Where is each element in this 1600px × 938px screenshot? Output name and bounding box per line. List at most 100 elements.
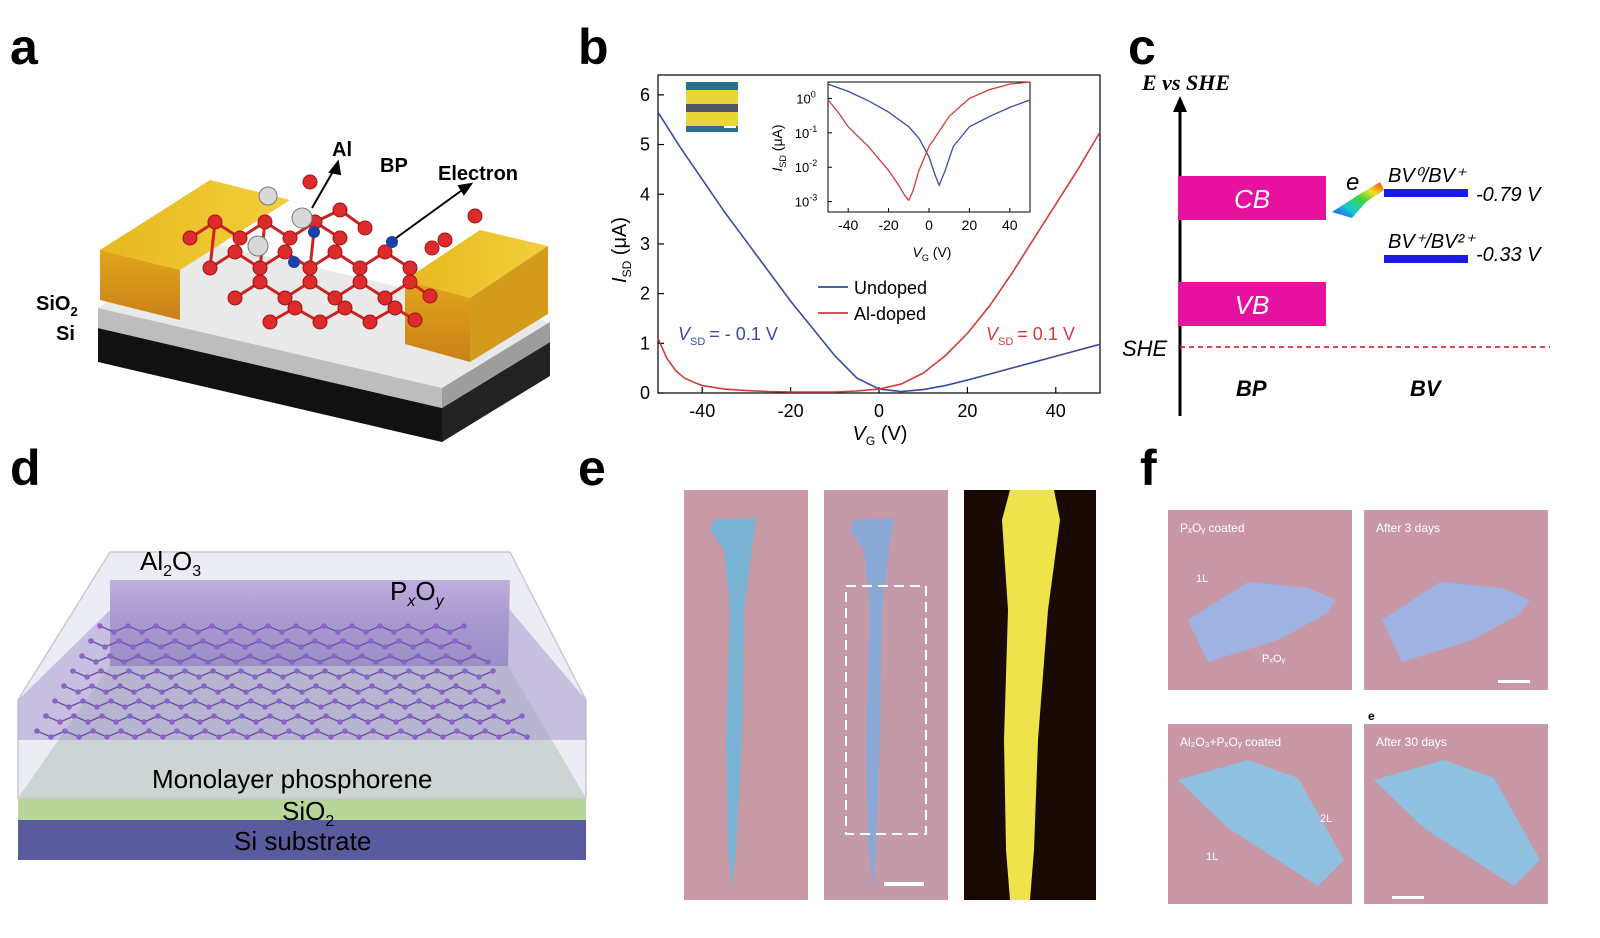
- phosphorus-atom: [284, 638, 290, 644]
- f-scale-bar-2: [1392, 896, 1424, 899]
- right-electrode-front: [405, 280, 470, 362]
- panel-label-b: b: [578, 19, 609, 75]
- energy-axis-label: E vs SHE: [1141, 70, 1230, 95]
- d-pxoy-front: [18, 610, 586, 740]
- phosphorus-atom: [177, 659, 183, 665]
- phosphorus-atom: [195, 629, 201, 635]
- phosphorus-atom: [510, 728, 516, 734]
- phosphorus-atom: [111, 629, 117, 635]
- phosphorus-atom: [392, 674, 398, 680]
- phosphorus-atom: [490, 668, 496, 674]
- phosphorus-atom: [458, 704, 464, 710]
- phosphorus-atom: [146, 728, 152, 734]
- phosphorus-atom: [373, 659, 379, 665]
- phosphorus-atom: [289, 659, 295, 665]
- phosphorus-atom: [112, 674, 118, 680]
- phosphorus-atom: [486, 704, 492, 710]
- phosphorus-atom: [80, 698, 86, 704]
- phosphorus-atom: [158, 644, 164, 650]
- main-x-tick-label: -20: [778, 401, 804, 421]
- phosphorus-atom: [449, 719, 455, 725]
- phosphorus-atom: [139, 629, 145, 635]
- phosphorus-atom: [303, 653, 309, 659]
- inset-x-tick-label: 0: [925, 217, 933, 233]
- phosphorus-atom: [43, 713, 49, 719]
- phosphorus-atom: [76, 734, 82, 740]
- panel-e-micrographs: [684, 490, 1096, 900]
- phosphorus-atom: [419, 629, 425, 635]
- main-y-tick-label: 5: [640, 135, 650, 155]
- phosphorus-atom: [505, 719, 511, 725]
- main-series: [657, 111, 1101, 393]
- phosphorus-atom: [188, 734, 194, 740]
- phosphorus-atom: [141, 719, 147, 725]
- panel-f-micrographs: PₓOᵧ coated After 3 days Al₂O₃+PₓOᵧ coat…: [1168, 510, 1552, 910]
- panel-a-schematic: Al BP Electron SiO2 Si: [36, 139, 550, 442]
- phosphorus-atom: [435, 713, 441, 719]
- phosphorus-atom: [397, 683, 403, 689]
- phosphorus-atom: [215, 689, 221, 695]
- panel-d-schematic: Al2O3 PxOy Monolayer phosphorene SiO2 Si…: [17, 546, 587, 860]
- phosphorus-atom: [411, 689, 417, 695]
- phosphorus-atom: [356, 734, 362, 740]
- f-flake-1: [1188, 582, 1336, 662]
- phosphorus-atom: [430, 704, 436, 710]
- main-x-tick-label: 0: [874, 401, 884, 421]
- phosphorus-atom: [313, 683, 319, 689]
- phosphorus-atom: [247, 653, 253, 659]
- e-flake-1: [710, 518, 756, 888]
- phosphorus-atom: [216, 734, 222, 740]
- label-si: Si: [56, 323, 75, 345]
- phosphorus-atom: [164, 698, 170, 704]
- phosphorus-atom: [350, 668, 356, 674]
- she-label: SHE: [1122, 336, 1168, 361]
- phosphorus-atom: [258, 728, 264, 734]
- phosphorus-atom: [173, 683, 179, 689]
- phosphorus-atom: [75, 689, 81, 695]
- phosphorus-atom: [108, 698, 114, 704]
- left-electrode-front: [100, 250, 180, 320]
- phosphorus-atom: [349, 623, 355, 629]
- phosphorus-atom: [391, 629, 397, 635]
- phosphorus-atom: [482, 728, 488, 734]
- phosphorus-atom: [118, 728, 124, 734]
- phosphorus-atom: [224, 674, 230, 680]
- phosphorus-atom: [472, 698, 478, 704]
- phosphorus-atom: [452, 638, 458, 644]
- phosphorus-atom: [519, 713, 525, 719]
- phosphorus-atom: [453, 683, 459, 689]
- phosphorus-atom: [342, 728, 348, 734]
- phosphorus-atom: [172, 638, 178, 644]
- energy-axis-arrow: [1173, 96, 1187, 112]
- phosphorus-atom: [439, 689, 445, 695]
- phosphorus-atom: [378, 668, 384, 674]
- phosphorus-atom: [384, 734, 390, 740]
- phosphorus-atom: [265, 623, 271, 629]
- phosphorus-atom: [298, 644, 304, 650]
- phosphorus-atom: [169, 719, 175, 725]
- al-atoms: [247, 186, 313, 257]
- phosphorus-atom: [159, 689, 165, 695]
- inset-y-tick-label: 10-1: [795, 124, 817, 141]
- phosphorus-atom: [243, 689, 249, 695]
- phosphorus-atom: [191, 653, 197, 659]
- phosphorus-atom: [219, 653, 225, 659]
- inset-x-tick-label: -20: [878, 217, 898, 233]
- label-al: Al: [332, 139, 352, 161]
- phosphorus-atom: [168, 674, 174, 680]
- f-tile-3-label-2l: 2L: [1320, 813, 1332, 825]
- f-tile-1-label-1l: 1L: [1196, 573, 1208, 585]
- phosphorus-atom: [261, 659, 267, 665]
- f-tile-1-caption: PₓOᵧ coated: [1180, 521, 1245, 535]
- phosphorus-atom: [262, 704, 268, 710]
- phosphorus-atom: [416, 698, 422, 704]
- phosphorus-atom: [71, 713, 77, 719]
- phosphorus-atom: [328, 734, 334, 740]
- phosphorus-atom: [127, 713, 133, 719]
- phosphorus-atom: [93, 659, 99, 665]
- phosphorus-atom: [244, 734, 250, 740]
- cb-band: [1178, 176, 1326, 220]
- e-flake-2: [850, 518, 894, 888]
- phosphorus-atom: [117, 683, 123, 689]
